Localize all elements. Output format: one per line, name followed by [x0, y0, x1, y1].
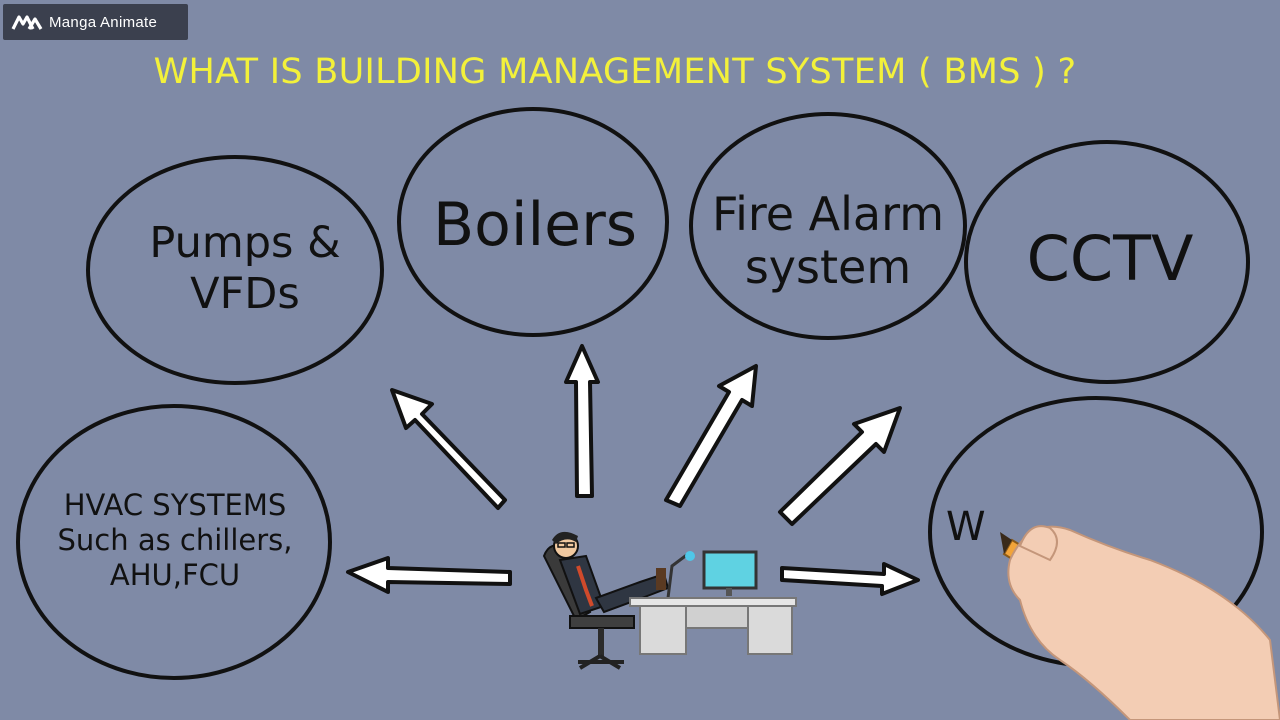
bubble-label-pumps: Pumps & VFDs [130, 218, 360, 319]
page-title: WHAT IS BUILDING MANAGEMENT SYSTEM ( BMS… [153, 52, 1077, 92]
arrow-to-hvac [346, 556, 512, 594]
watermark-text: Manga Animate [49, 13, 158, 31]
bubble-label-partial: W [946, 504, 1006, 551]
pumps-line2: VFDs [190, 268, 300, 319]
bubble-hvac [16, 404, 332, 680]
bubble-boilers [397, 107, 669, 337]
arrow-to-boilers [564, 344, 600, 498]
bubble-label-boilers: Boilers [410, 190, 660, 261]
bubble-pumps [86, 155, 384, 385]
bubble-label-fire-alarm: Fire Alarm system [698, 188, 958, 294]
arrow-to-pumps [390, 388, 507, 510]
arrow-to-cctv [778, 406, 902, 526]
businessman-at-desk-icon [542, 531, 797, 670]
hvac-line2: Such as chillers, [57, 522, 293, 557]
pumps-line1: Pumps & [149, 218, 341, 268]
bubble-cctv [964, 140, 1250, 384]
watermark: Manga Animate [3, 4, 188, 40]
boilers-line1: Boilers [432, 190, 638, 260]
manga-animate-logo-icon [11, 15, 43, 30]
arrow-to-fire-alarm [664, 364, 758, 508]
hand-holding-pencil-icon [1000, 525, 1280, 720]
partial-line1: W [946, 504, 986, 550]
fire-line1: Fire Alarm [711, 187, 945, 241]
hvac-line3: AHU,FCU [109, 557, 241, 592]
bubble-label-cctv: CCTV [1000, 222, 1220, 295]
fire-line2: system [744, 239, 912, 294]
arrow-to-partial [780, 562, 920, 596]
bubble-label-hvac: HVAC SYSTEMS Such as chillers, AHU,FCU [40, 488, 310, 592]
cctv-line1: CCTV [1026, 222, 1194, 295]
bubble-fire-alarm [689, 112, 967, 340]
hvac-line1: HVAC SYSTEMS [63, 488, 287, 522]
